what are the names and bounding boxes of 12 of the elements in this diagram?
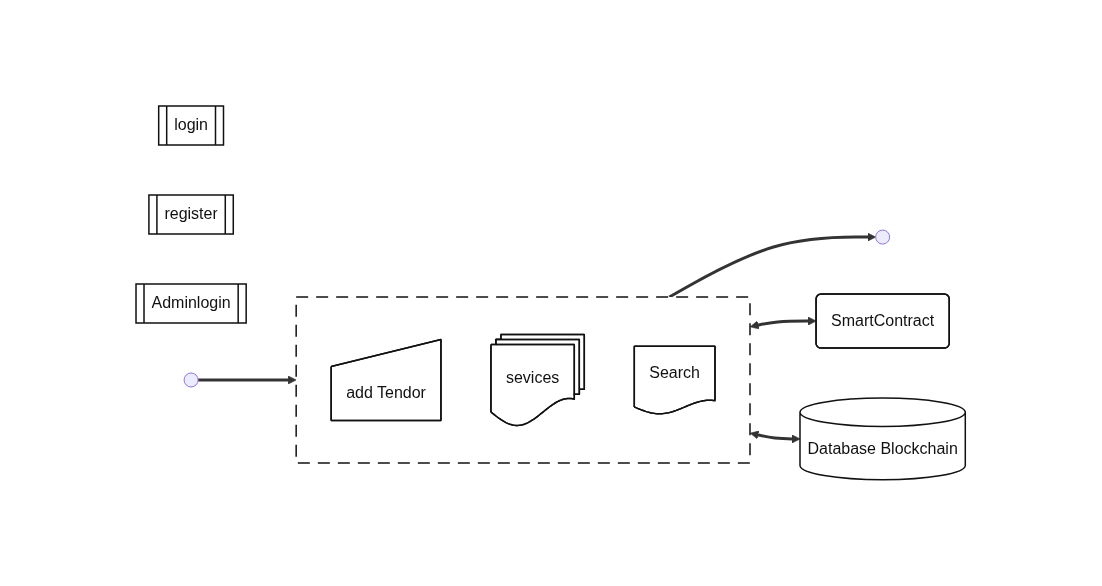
process-box: sevices xyxy=(490,333,586,427)
arrow xyxy=(198,375,297,385)
arrow xyxy=(668,232,877,299)
process-box: Database Blockchain xyxy=(799,397,967,481)
process-box: login xyxy=(158,105,225,146)
process-box: Search xyxy=(633,345,717,415)
process-box: SmartContract xyxy=(815,293,951,349)
process-box: Adminlogin xyxy=(135,283,248,324)
arrow xyxy=(750,430,801,444)
process-box: register xyxy=(148,194,235,235)
arrow xyxy=(750,316,817,330)
process-box: add Tendor xyxy=(330,338,443,422)
